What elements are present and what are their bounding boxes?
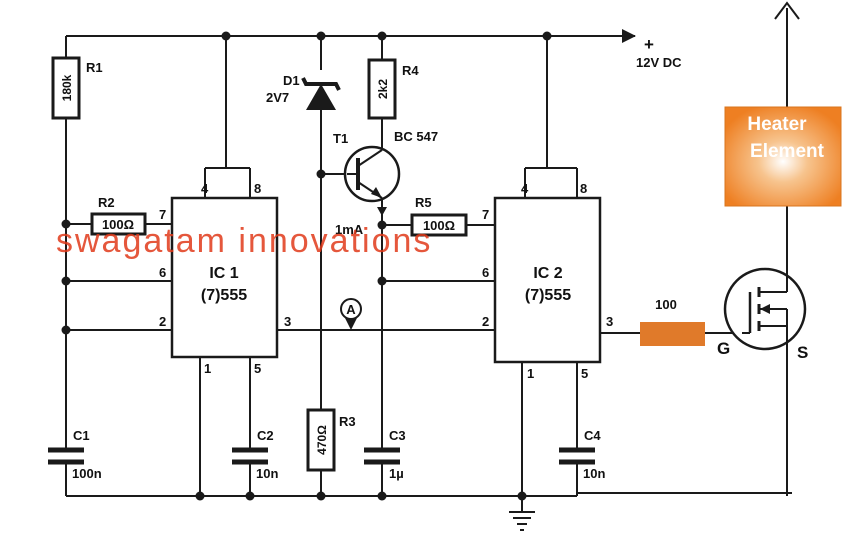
heater-label-line1: Heater — [747, 114, 807, 135]
capacitor-c4: C4 10n — [559, 428, 605, 481]
r3-value: 470Ω — [315, 425, 329, 455]
ic2-pin8: 8 — [580, 181, 587, 196]
ic2-pin1: 1 — [527, 366, 534, 381]
ic2-pin2: 2 — [482, 314, 489, 329]
ic1-title: IC 1 — [209, 265, 238, 282]
c2-value: 10n — [256, 466, 278, 481]
heater-label-line2: Element — [750, 141, 825, 162]
ic2-pin4: 4 — [521, 181, 529, 196]
mosfet: G S — [717, 267, 808, 364]
ic1-pin1: 1 — [204, 361, 211, 376]
supply-label: 12V DC — [636, 55, 682, 70]
r2-value: 100Ω — [102, 217, 134, 232]
transistor-t1: T1 BC 547 1mA — [333, 129, 438, 237]
test-point-label: A — [346, 302, 356, 317]
ic1-pin5: 5 — [254, 361, 261, 376]
watermark: swagatam innovations — [56, 222, 432, 260]
c3-name: C3 — [389, 428, 406, 443]
mosfet-gate-label: G — [717, 339, 730, 358]
r5-name: R5 — [415, 195, 432, 210]
test-point-a: A — [340, 298, 362, 330]
t1-name: T1 — [333, 131, 348, 146]
c3-value: 1µ — [389, 466, 404, 481]
gate-resistor: 100 — [640, 297, 705, 346]
c4-value: 10n — [583, 466, 605, 481]
resistor-r5: 100Ω R5 — [410, 195, 468, 237]
c4-name: C4 — [584, 428, 601, 443]
ic1-pin7: 7 — [159, 207, 166, 222]
ic1-pin6: 6 — [159, 265, 166, 280]
d1-name: D1 — [283, 73, 300, 88]
c1-value: 100n — [72, 466, 102, 481]
ic1-pin3: 3 — [284, 314, 291, 329]
ic2-pin7: 7 — [482, 207, 489, 222]
r2-name: R2 — [98, 195, 115, 210]
ic2-model: (7)555 — [525, 287, 571, 304]
capacitor-c1: C1 100n — [48, 428, 102, 481]
junction-dots — [61, 31, 552, 501]
ic1-pin4: 4 — [201, 181, 209, 196]
capacitor-c2: C2 10n — [232, 428, 278, 481]
r1-name: R1 — [86, 60, 103, 75]
ic1-pin8: 8 — [254, 181, 261, 196]
heater-element: Heater Element — [724, 106, 842, 207]
resistor-r1: 180k R1 — [51, 56, 103, 120]
ic2-pin5: 5 — [581, 366, 588, 381]
r3-name: R3 — [339, 414, 356, 429]
ic2-title: IC 2 — [533, 265, 562, 282]
r1-value: 180k — [60, 74, 74, 101]
ic1-model: (7)555 — [201, 287, 247, 304]
ic1-pin2: 2 — [159, 314, 166, 329]
c2-name: C2 — [257, 428, 274, 443]
r5-value: 100Ω — [423, 218, 455, 233]
supply-plus-sign: + — [644, 35, 654, 54]
resistor-r2: 100Ω R2 — [90, 195, 147, 236]
gate-resistor-value: 100 — [655, 297, 677, 312]
ic2-timer: IC 2 (7)555 4 8 7 6 2 3 1 5 — [482, 181, 613, 381]
mosfet-source-label: S — [797, 343, 808, 362]
c1-name: C1 — [73, 428, 90, 443]
t1-current: 1mA — [335, 222, 364, 237]
ic1-timer: IC 1 (7)555 4 8 7 6 2 3 1 5 — [159, 181, 291, 376]
zener-diode-d1: D1 2V7 — [266, 73, 341, 110]
r4-name: R4 — [402, 63, 419, 78]
ic2-pin3: 3 — [606, 314, 613, 329]
t1-type: BC 547 — [394, 129, 438, 144]
capacitor-c3: C3 1µ — [364, 428, 406, 481]
d1-value: 2V7 — [266, 90, 289, 105]
resistor-r4: 2k2 R4 — [367, 58, 419, 120]
r4-value: 2k2 — [376, 79, 390, 99]
ic2-pin6: 6 — [482, 265, 489, 280]
resistor-r3: 470Ω R3 — [306, 408, 356, 472]
